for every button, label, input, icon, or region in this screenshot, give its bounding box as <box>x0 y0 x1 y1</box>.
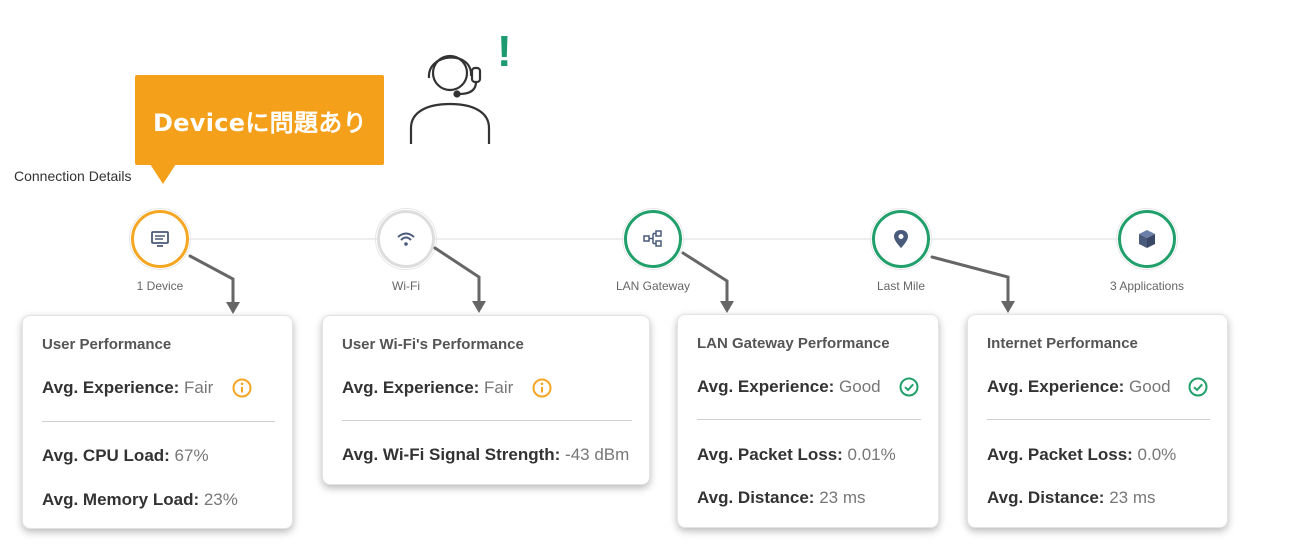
node-applications-label: 3 Applications <box>1109 279 1185 293</box>
avg-experience-row: Avg. Experience: Good <box>697 377 881 396</box>
card-title: Internet Performance <box>987 335 1138 352</box>
card-title: User Performance <box>42 336 172 353</box>
user-performance-card[interactable]: User Performance Avg. Experience: Fair A… <box>22 315 293 529</box>
alert-exclamation-icon: ! <box>497 27 512 76</box>
issue-callout-pointer <box>150 164 176 184</box>
card-title: User Wi-Fi's Performance <box>342 336 524 353</box>
node-applications[interactable] <box>1116 208 1178 270</box>
check-circle-icon[interactable] <box>1187 376 1209 398</box>
avg-wifi-signal-row: Avg. Wi-Fi Signal Strength: -43 dBm <box>342 445 630 464</box>
avg-experience-row: Avg. Experience: Fair <box>342 378 514 397</box>
avg-distance-row: Avg. Distance: 23 ms <box>987 488 1156 507</box>
divider <box>697 419 921 420</box>
node-device-label: 1 Device <box>136 279 184 293</box>
avg-packet-loss-row: Avg. Packet Loss: 0.0% <box>987 445 1177 464</box>
divider <box>42 421 275 422</box>
divider <box>987 419 1210 420</box>
divider <box>342 420 632 421</box>
card-title: LAN Gateway Performance <box>697 335 890 352</box>
node-lan-gateway-label: LAN Gateway <box>615 279 691 293</box>
node-last-mile-label: Last Mile <box>876 279 926 293</box>
avg-experience-row: Avg. Experience: Fair <box>42 378 214 397</box>
wifi-performance-card[interactable]: User Wi-Fi's Performance Avg. Experience… <box>322 315 650 485</box>
support-agent-icon <box>409 54 491 144</box>
lan-gateway-performance-card[interactable]: LAN Gateway Performance Avg. Experience:… <box>677 314 939 528</box>
info-warning-icon[interactable] <box>231 377 253 399</box>
avg-memory-load-row: Avg. Memory Load: 23% <box>42 490 238 509</box>
issue-callout-text: Deviceに問題あり <box>153 109 367 137</box>
node-last-mile[interactable] <box>870 208 932 270</box>
node-lan-gateway[interactable] <box>622 208 684 270</box>
info-warning-icon[interactable] <box>531 377 553 399</box>
node-device[interactable] <box>129 208 191 270</box>
internet-performance-card[interactable]: Internet Performance Avg. Experience: Go… <box>967 314 1228 528</box>
issue-callout: Deviceに問題あり <box>135 75 384 165</box>
check-circle-icon[interactable] <box>898 376 920 398</box>
node-wifi-label: Wi-Fi <box>392 279 420 293</box>
avg-cpu-load-row: Avg. CPU Load: 67% <box>42 446 209 465</box>
avg-packet-loss-row: Avg. Packet Loss: 0.01% <box>697 445 896 464</box>
node-wifi[interactable] <box>375 208 437 270</box>
avg-distance-row: Avg. Distance: 23 ms <box>697 488 866 507</box>
avg-experience-row: Avg. Experience: Good <box>987 377 1171 396</box>
connection-details-title: Connection Details <box>14 168 132 184</box>
